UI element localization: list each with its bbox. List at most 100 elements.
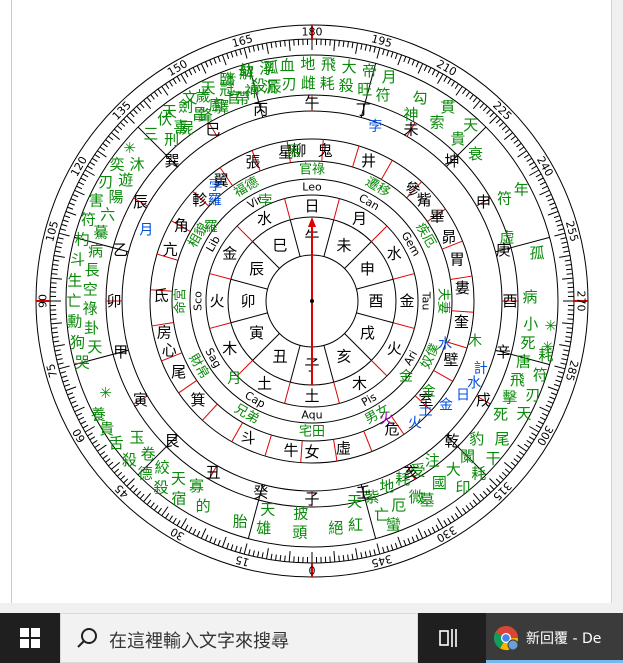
palace-divider (360, 63, 377, 118)
outer-star-label: 勳 (67, 313, 82, 331)
degree-tick (54, 250, 61, 253)
degree-tick (168, 515, 173, 522)
degree-tick (230, 51, 234, 58)
degree-tick (76, 185, 83, 190)
sign-divider (236, 225, 253, 242)
mansion-label: 房 (157, 323, 172, 341)
inner-planet-label: 金 (399, 292, 414, 310)
outer-star-label: 殺 (339, 77, 354, 95)
outer-star-label: 卦 (84, 319, 99, 337)
degree-tick (50, 277, 62, 280)
degree-tick (556, 223, 563, 227)
degree-tick (200, 528, 207, 539)
degree-tick (275, 41, 277, 48)
degree-label: 60 (70, 426, 88, 445)
degree-tick (523, 154, 530, 159)
degree-tick (53, 259, 60, 262)
degree-tick (498, 121, 504, 127)
degree-tick (510, 461, 516, 467)
star-marker: 木 (468, 334, 482, 350)
outer-star-label: 亡 (374, 506, 389, 524)
degree-tick (157, 507, 162, 514)
degree-tick (54, 349, 61, 352)
degree-tick (423, 65, 428, 72)
degree-tick (252, 45, 255, 52)
degree-tick (469, 502, 474, 508)
branch-outer-label: 寅 (133, 391, 148, 409)
outer-star-label: 飛 (510, 371, 525, 389)
degree-tick (557, 228, 564, 231)
outer-star-label: 屍 (179, 119, 194, 137)
stem-outer-label: 乾 (444, 432, 459, 450)
search-icon (77, 628, 97, 648)
degree-tick (65, 210, 77, 216)
degree-tick (528, 436, 535, 441)
star-marker: 水 (467, 376, 481, 392)
degree-tick (239, 49, 242, 56)
degree-tick (549, 396, 556, 400)
palace-divider (360, 484, 377, 539)
degree-tick (168, 80, 173, 87)
degree-tick (221, 536, 227, 548)
mansion-divider (363, 430, 373, 452)
degree-tick (486, 109, 492, 115)
branch-divider (406, 122, 416, 137)
inner-planet-label: 木 (352, 374, 367, 392)
mansion-label: 牛 (283, 442, 298, 460)
sign-divider (284, 198, 291, 220)
degree-tick (126, 115, 135, 124)
palace-divider (247, 63, 264, 118)
mansion-divider (219, 167, 233, 187)
degree-tick (560, 237, 567, 240)
outer-star-label: 唐 (516, 353, 531, 371)
taskbar-chrome-window[interactable]: 新回覆 - De (486, 613, 623, 663)
degree-tick (180, 518, 187, 529)
degree-tick (553, 215, 560, 219)
degree-tick (447, 517, 452, 524)
degree-tick (565, 264, 572, 266)
outer-star-label: 耗 (395, 470, 410, 488)
branch-divider (476, 197, 491, 207)
degree-tick (364, 44, 367, 51)
degree-tick (165, 512, 170, 519)
degree-tick (504, 128, 511, 134)
degree-tick (550, 392, 557, 396)
outer-star-label: 符 (497, 190, 512, 208)
degree-tick (528, 161, 535, 166)
outer-star-label: 杓 (75, 230, 90, 248)
degree-tick (94, 154, 101, 159)
outer-star-label: 冠 (219, 81, 234, 99)
outer-star-label: 刃 (525, 386, 540, 404)
outer-star-label: 陽 (108, 188, 123, 206)
palace-divider (137, 434, 179, 476)
degree-tick (545, 404, 552, 409)
outer-star-label: 臨 (220, 71, 235, 89)
outer-star-label: 病 (88, 242, 103, 260)
degree-tick (209, 536, 213, 543)
degree-tick (192, 528, 197, 535)
degree-tick (132, 487, 138, 493)
degree-tick (74, 406, 85, 413)
degree-tick (200, 63, 207, 74)
stem-outer-label: 丙 (253, 101, 268, 119)
outer-star-label: 生 (67, 271, 82, 289)
degree-tick (51, 268, 58, 271)
mansion-label: 壁 (443, 351, 458, 369)
stem-outer-label: 艮 (164, 432, 179, 450)
search-box[interactable]: 在這裡輸入文字來搜尋 (60, 613, 418, 663)
degree-tick (513, 458, 519, 463)
degree-tick (495, 478, 501, 484)
mansion-label: 張 (245, 153, 260, 171)
mansion-label: 胃 (450, 250, 465, 268)
degree-tick (217, 539, 221, 546)
degree-tick (150, 502, 155, 508)
task-view-button[interactable] (430, 613, 470, 663)
degree-tick (139, 493, 145, 500)
inner-planet-label: 木 (222, 340, 237, 358)
inner-branch-label: 卯 (240, 292, 255, 310)
start-button[interactable] (0, 613, 60, 663)
degree-label: 345 (370, 552, 394, 570)
outer-star-label: 廚 (209, 96, 224, 114)
outer-star-label: 天 (162, 103, 177, 121)
degree-tick (110, 461, 121, 470)
